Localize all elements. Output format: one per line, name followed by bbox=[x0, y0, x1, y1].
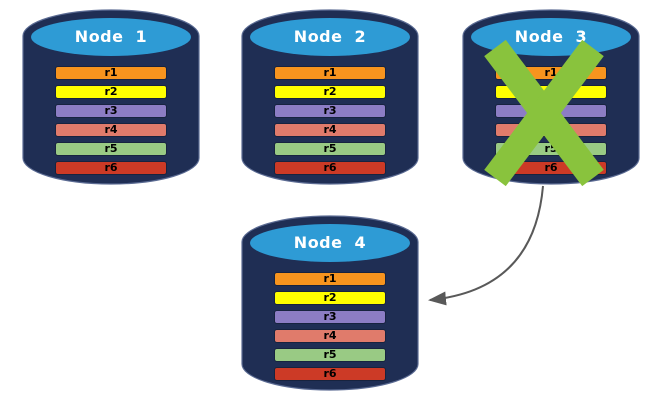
replica-row: r5 bbox=[274, 348, 386, 362]
replica-row: r3 bbox=[55, 104, 167, 118]
failure-x-icon bbox=[484, 39, 604, 187]
cylinder-top bbox=[31, 18, 191, 56]
node-4: Node 4 r1 r2 r3 r4 r5 r6 bbox=[241, 214, 419, 398]
replica-row: r6 bbox=[274, 367, 386, 381]
replica-row: r6 bbox=[274, 161, 386, 175]
replica-label: r1 bbox=[104, 66, 118, 79]
replica-row: r3 bbox=[274, 310, 386, 324]
replica-label: r4 bbox=[104, 123, 118, 136]
node-title: Node 2 bbox=[293, 27, 367, 46]
replica-label: r6 bbox=[104, 161, 118, 174]
replica-row: r4 bbox=[55, 123, 167, 137]
replica-row: r3 bbox=[274, 104, 386, 118]
replica-list: r1 r2 r3 r4 r5 r6 bbox=[55, 66, 167, 180]
replica-list: r1 r2 r3 r4 r5 r6 bbox=[274, 66, 386, 180]
node-1: Node 1 r1 r2 r3 r4 r5 r6 bbox=[22, 8, 200, 192]
node-3: Node 3 r1 r2 r3 r4 r5 r6 bbox=[462, 8, 640, 192]
replica-list: r1 r2 r3 r4 r5 r6 bbox=[274, 272, 386, 386]
x-stroke bbox=[484, 39, 604, 187]
replica-label: r1 bbox=[323, 66, 337, 79]
replica-row: r1 bbox=[274, 272, 386, 286]
replica-label: r4 bbox=[323, 123, 337, 136]
replica-row: r5 bbox=[274, 142, 386, 156]
replica-row: r2 bbox=[55, 85, 167, 99]
replica-label: r1 bbox=[323, 272, 337, 285]
replica-label: r4 bbox=[323, 329, 337, 342]
replica-row: r2 bbox=[274, 291, 386, 305]
replica-label: r5 bbox=[323, 348, 337, 361]
replica-label: r1 bbox=[544, 66, 558, 79]
node-title: Node 1 bbox=[74, 27, 148, 46]
replica-label: r3 bbox=[323, 310, 337, 323]
replica-label: r3 bbox=[104, 104, 118, 117]
replica-row: r5 bbox=[55, 142, 167, 156]
cylinder-top bbox=[250, 18, 410, 56]
replica-label: r3 bbox=[323, 104, 337, 117]
replica-label: r2 bbox=[323, 291, 337, 304]
cylinder-top bbox=[250, 224, 410, 262]
replica-row: r4 bbox=[274, 329, 386, 343]
replica-label: r6 bbox=[323, 367, 337, 380]
node-title: Node 4 bbox=[293, 233, 367, 252]
replica-label: r6 bbox=[544, 161, 558, 174]
arrow-curve bbox=[428, 185, 544, 306]
replica-row: r1 bbox=[274, 66, 386, 80]
replica-row: r6 bbox=[55, 161, 167, 175]
node-title: Node 3 bbox=[514, 27, 588, 46]
replica-row: r4 bbox=[274, 123, 386, 137]
replica-label: r2 bbox=[323, 85, 337, 98]
node-2: Node 2 r1 r2 r3 r4 r5 r6 bbox=[241, 8, 419, 192]
replica-row: r1 bbox=[55, 66, 167, 80]
replica-label: r2 bbox=[104, 85, 118, 98]
replica-row: r2 bbox=[274, 85, 386, 99]
replica-label: r6 bbox=[323, 161, 337, 174]
replica-label: r5 bbox=[104, 142, 118, 155]
replica-label: r5 bbox=[323, 142, 337, 155]
